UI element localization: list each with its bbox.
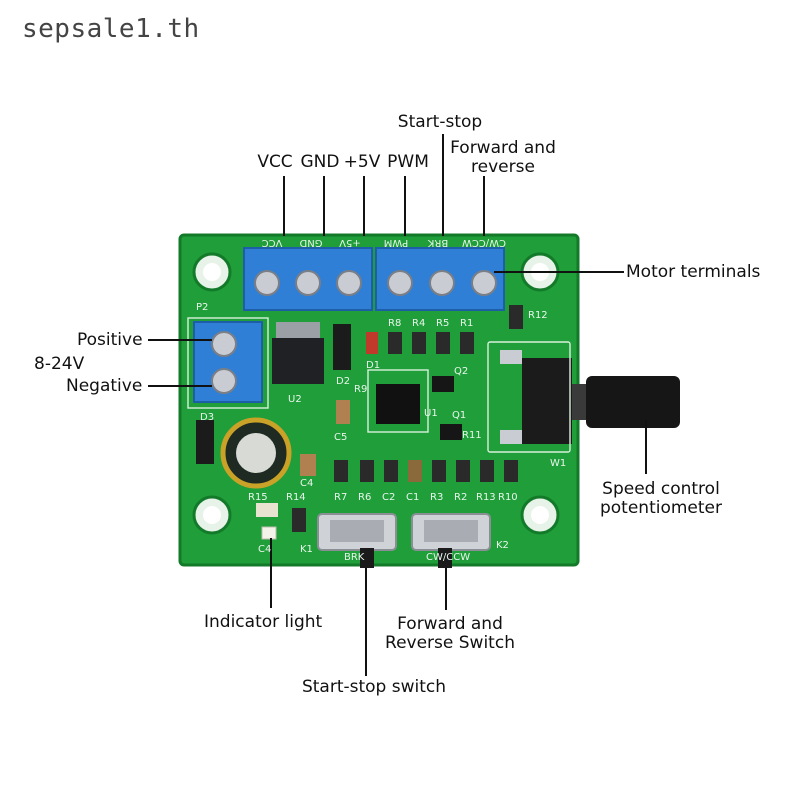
silkscreen-designator: C2 [382,492,395,503]
silkscreen-designator: Q1 [452,410,466,421]
control-terminal-block [243,247,373,311]
silkscreen-designator: R15 [248,492,268,503]
silkscreen-designator: P2 [196,302,208,313]
silkscreen-designator: K1 [300,544,313,555]
motor-terminal-block [375,247,505,311]
callout-speed-control: Speed control potentiometer [599,479,723,518]
silkscreen-designator: R3 [430,492,443,503]
callout-indicator-light: Indicator light [204,612,323,632]
silkscreen-designator: U2 [288,394,302,405]
silkscreen-pin-label: +5V [339,237,361,248]
silkscreen-designator: R7 [334,492,347,503]
silkscreen-marks [187,317,571,453]
silkscreen-designator: R9 [354,384,367,395]
mounting-holes [192,252,560,535]
callout-start-stop-switch: Start-stop switch [301,677,447,697]
silkscreen-designator: R14 [286,492,306,503]
silkscreen-pin-label: CW/CCW [462,237,506,248]
silkscreen-designator: D1 [366,360,380,371]
transistor-q1 [440,424,462,440]
callout-lines [148,134,647,676]
smd-components-bottom [256,400,518,532]
silkscreen-designator: R11 [462,430,482,441]
silkscreen-designator: Q2 [454,366,468,377]
silkscreen-designator: W1 [550,458,566,469]
silkscreen-designator: R6 [358,492,371,503]
silkscreen-designator: U1 [424,408,438,419]
transistor-q2 [432,376,454,392]
silkscreen-designator: CW/CCW [426,552,470,563]
power-terminal-block [193,321,263,403]
silkscreen-designator: D2 [336,376,350,387]
silkscreen-designator: K2 [496,540,509,551]
callout-positive: Positive [77,330,143,350]
silkscreen-designator: R1 [460,318,473,329]
callout-forward-reverse: Forward and reverse [450,138,556,177]
voltage-regulator [272,322,324,384]
silkscreen-designator: BRK [344,552,365,563]
silkscreen-designator: R12 [528,310,548,321]
callout-gnd: GND [300,152,340,172]
start-stop-switch-body [317,513,397,568]
diode-d2 [333,324,351,370]
silkscreen-pin-label: GND [299,237,322,248]
silkscreen-designator: D3 [200,412,214,423]
callout-negative: Negative [66,376,143,396]
ic-u1 [376,384,420,424]
indicator-led [261,526,277,540]
electrolytic-capacitor [220,417,292,489]
silkscreen-designator: R8 [388,318,401,329]
speed-potentiometer [500,350,680,444]
silkscreen-designator: R4 [412,318,425,329]
callout-start-stop: Start-stop [397,112,483,132]
silkscreen-designator: R5 [436,318,449,329]
callout-pwm: PWM [387,152,429,172]
callout-forward-reverse-switch: Forward and Reverse Switch [385,614,515,653]
callout-vcc: VCC [257,152,293,172]
silkscreen-designator: C1 [406,492,419,503]
callout-motor-terminals: Motor terminals [626,262,761,282]
smd-components-top [366,305,523,354]
forward-reverse-switch-body [411,513,491,568]
callout-voltage: 8-24V [34,354,85,374]
silkscreen-designator: R13 [476,492,496,503]
silkscreen-designator: R2 [454,492,467,503]
silkscreen-designator: R10 [498,492,518,503]
silkscreen-designator: C4 [300,478,313,489]
silkscreen-pin-label: VCC [262,237,283,248]
callout-5v: +5V [343,152,381,172]
watermark: sepsale1.th [22,14,200,44]
silkscreen-designator: C4 [258,544,271,555]
diode-d3 [196,420,214,464]
silkscreen-designator: C5 [334,432,347,443]
silkscreen-pin-label: PWM [384,237,409,248]
silkscreen-pin-label: BRK [427,237,448,248]
